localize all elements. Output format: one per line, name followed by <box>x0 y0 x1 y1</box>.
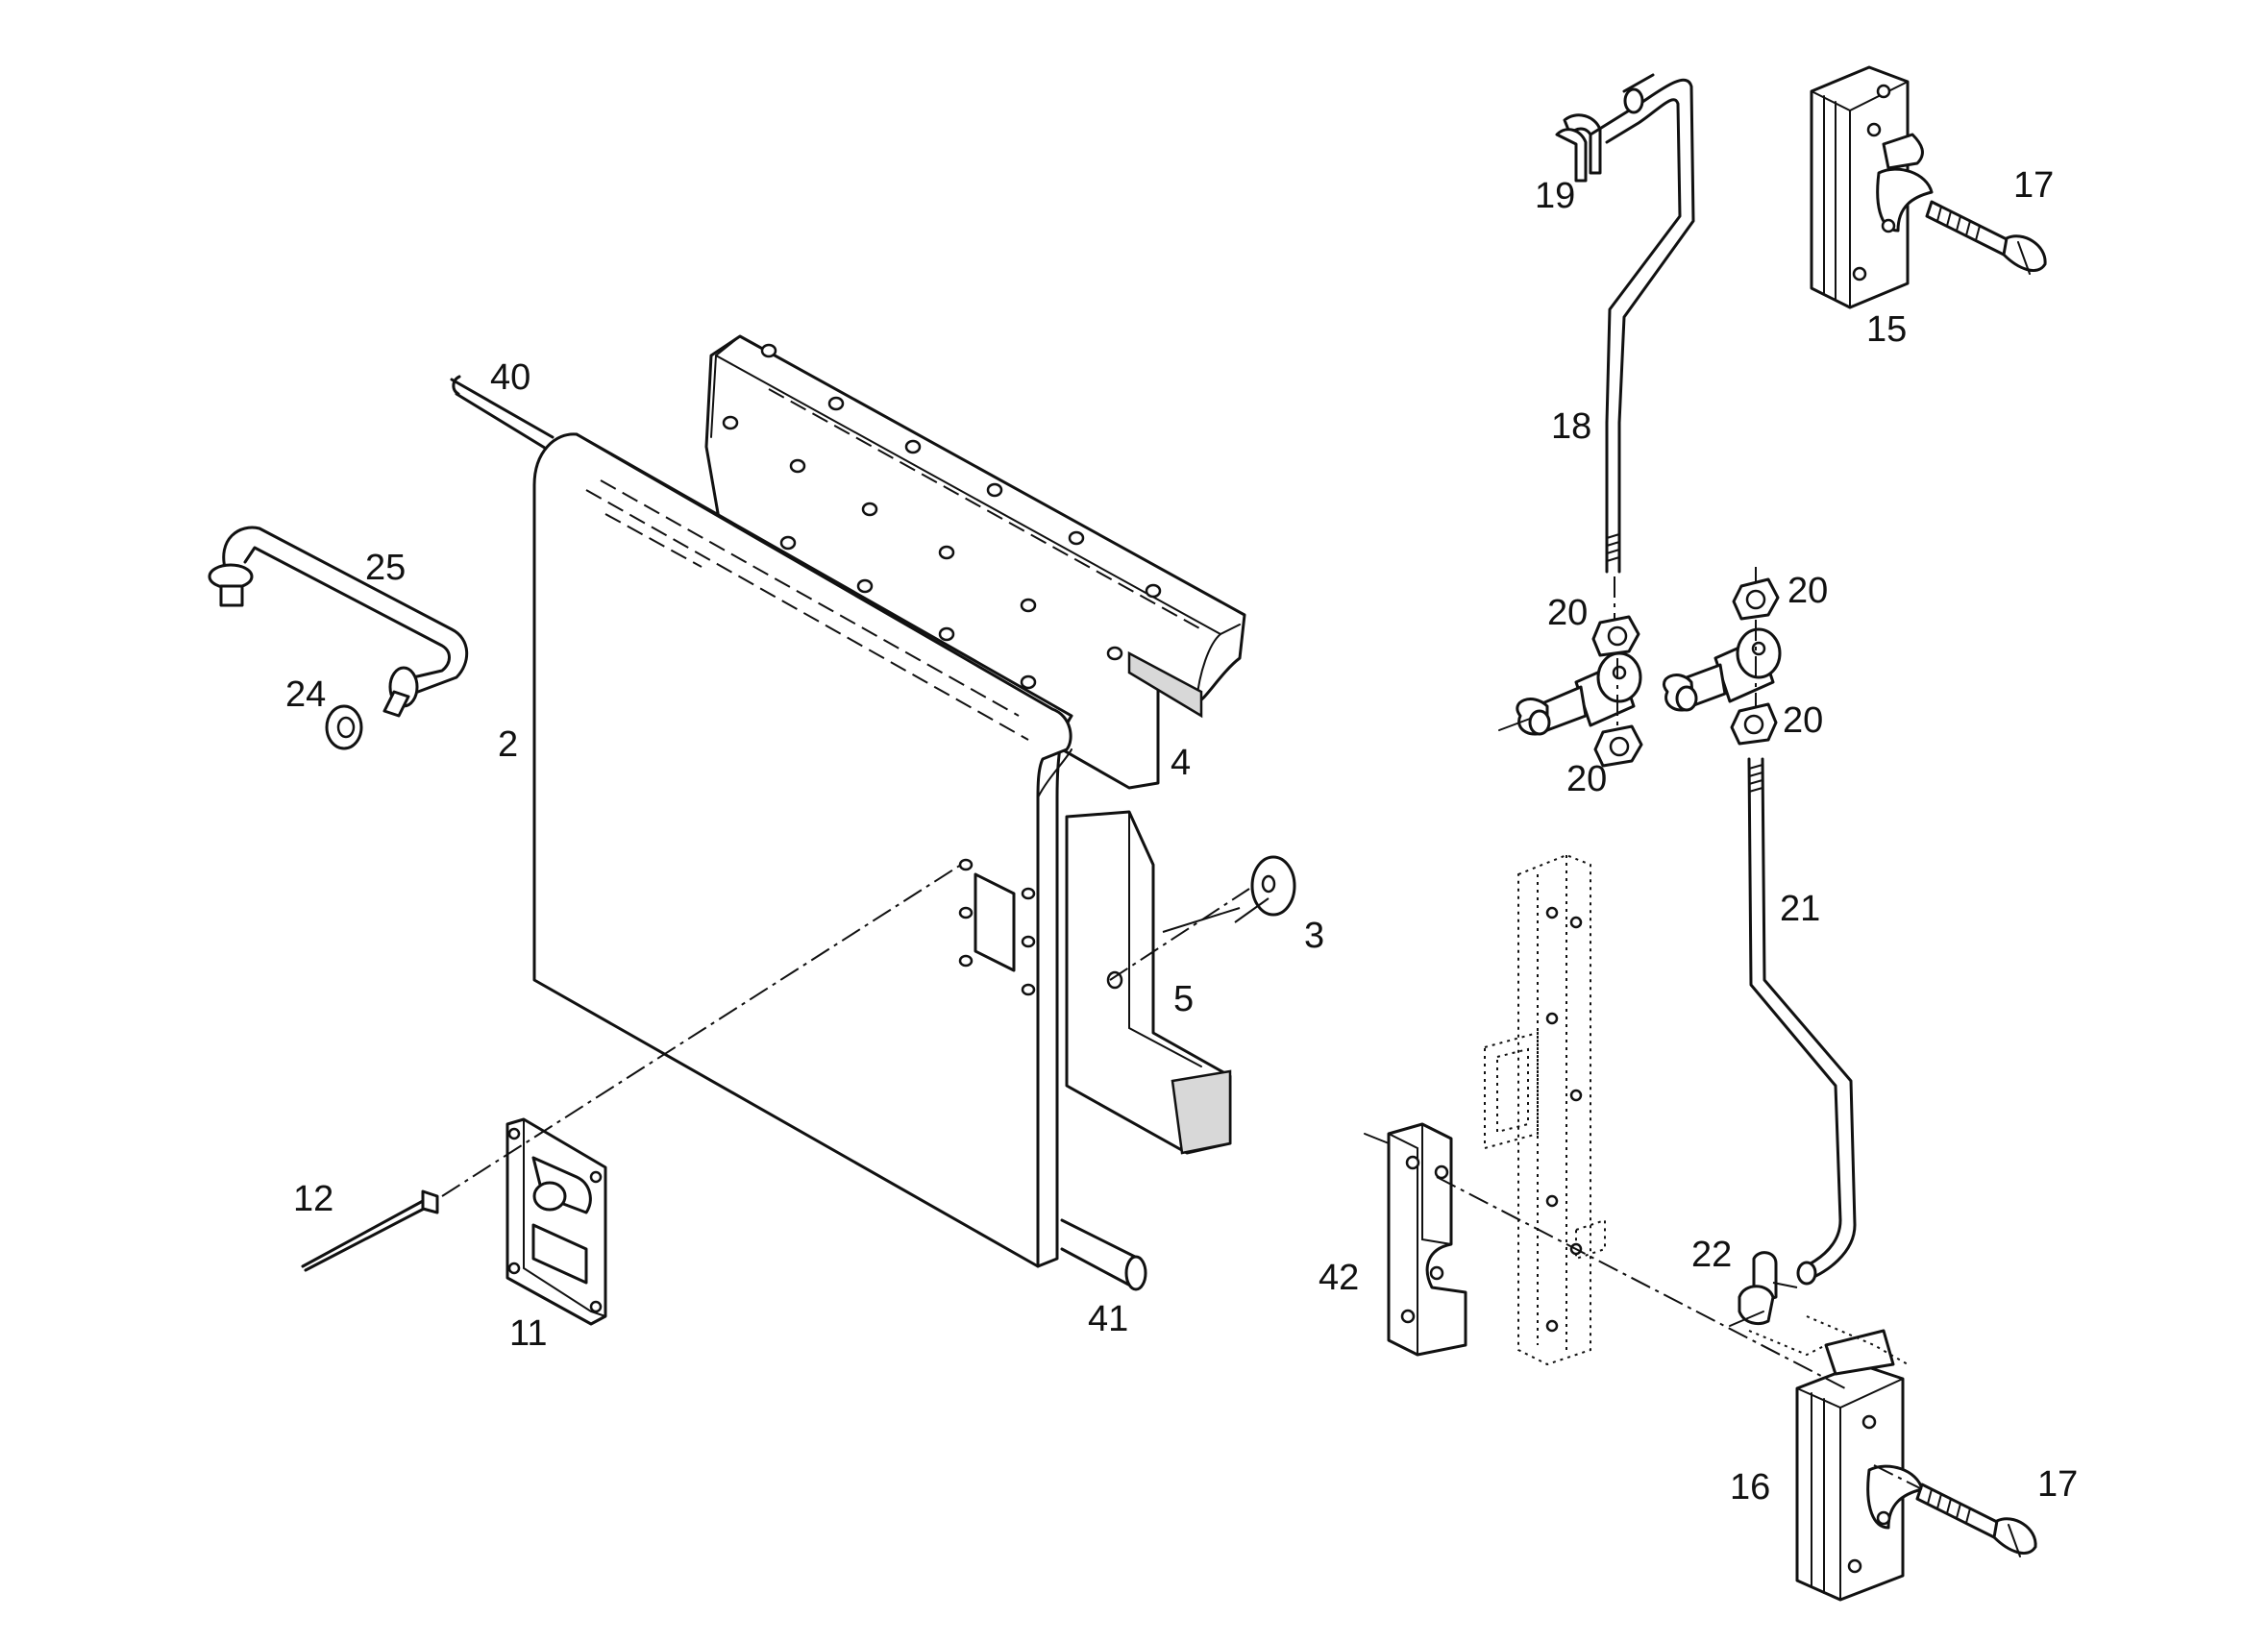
callout-17-top: 17 <box>2013 165 2054 206</box>
clip-22 <box>1729 1251 1778 1327</box>
pin-12 <box>301 1189 439 1272</box>
callout-22: 22 <box>1691 1235 1732 1275</box>
nut-20-bottom-right <box>1730 702 1778 746</box>
callout-21: 21 <box>1780 889 1820 929</box>
swivel-joint-right <box>1663 627 1782 712</box>
callout-5: 5 <box>1173 979 1194 1019</box>
callout-17-bottom: 17 <box>2037 1464 2078 1505</box>
callout-20-a: 20 <box>1547 593 1588 633</box>
leader-lines <box>1162 897 1798 1288</box>
lock-block-15 <box>1810 65 1934 309</box>
main-panel-2 <box>532 432 1073 1268</box>
rod-40 <box>450 375 555 452</box>
callout-labels: 2 3 4 5 11 12 15 16 17 17 18 19 20 20 20… <box>285 165 2078 1507</box>
screw-17-bottom <box>1915 1483 2037 1557</box>
assembly-axis-washer <box>1109 888 1250 981</box>
rod-21 <box>1747 757 1857 1286</box>
lock-block-16 <box>1748 1315 1924 1602</box>
side-piece-5 <box>1065 810 1232 1155</box>
callout-15: 15 <box>1866 309 1907 350</box>
callout-12: 12 <box>293 1179 333 1219</box>
panel-4-holes <box>722 343 1162 690</box>
swivel-joint-left <box>1498 651 1642 736</box>
dotted-strike-plate <box>1484 853 1606 1366</box>
latch-plate-11 <box>505 1117 607 1326</box>
rod-41 <box>1060 1218 1147 1291</box>
callout-20-d: 20 <box>1783 700 1823 741</box>
panel-2-latch-cutout <box>958 858 1036 996</box>
callout-3: 3 <box>1304 916 1324 956</box>
handle-25 <box>208 526 469 718</box>
callout-20-b: 20 <box>1787 571 1828 611</box>
callout-25: 25 <box>365 548 406 588</box>
callout-4: 4 <box>1171 743 1191 783</box>
callout-2: 2 <box>498 724 518 765</box>
callout-40: 40 <box>490 357 530 398</box>
callout-11: 11 <box>509 1313 547 1354</box>
callout-24: 24 <box>285 674 326 715</box>
axis-lower-right <box>1436 1176 1846 1389</box>
clip-19 <box>1555 113 1602 183</box>
panel-4 <box>704 334 1246 790</box>
nut-20-bottom-left <box>1593 724 1643 768</box>
washer-3 <box>1250 855 1296 917</box>
screw-17-top <box>1925 200 2047 275</box>
callout-19: 19 <box>1535 176 1575 216</box>
nut-20-top-left <box>1591 615 1640 657</box>
callout-41: 41 <box>1088 1299 1128 1339</box>
rod-18 <box>1589 73 1695 620</box>
nut-20-top-right <box>1732 577 1780 621</box>
callout-20-c: 20 <box>1566 759 1607 799</box>
callout-16: 16 <box>1730 1467 1770 1507</box>
assembly-axis-left <box>441 864 962 1197</box>
callout-42: 42 <box>1319 1258 1359 1298</box>
plate-42 <box>1364 1122 1467 1357</box>
washer-24 <box>325 704 363 750</box>
axis-screw-bottom <box>1873 1464 1923 1490</box>
callout-18: 18 <box>1551 406 1591 447</box>
